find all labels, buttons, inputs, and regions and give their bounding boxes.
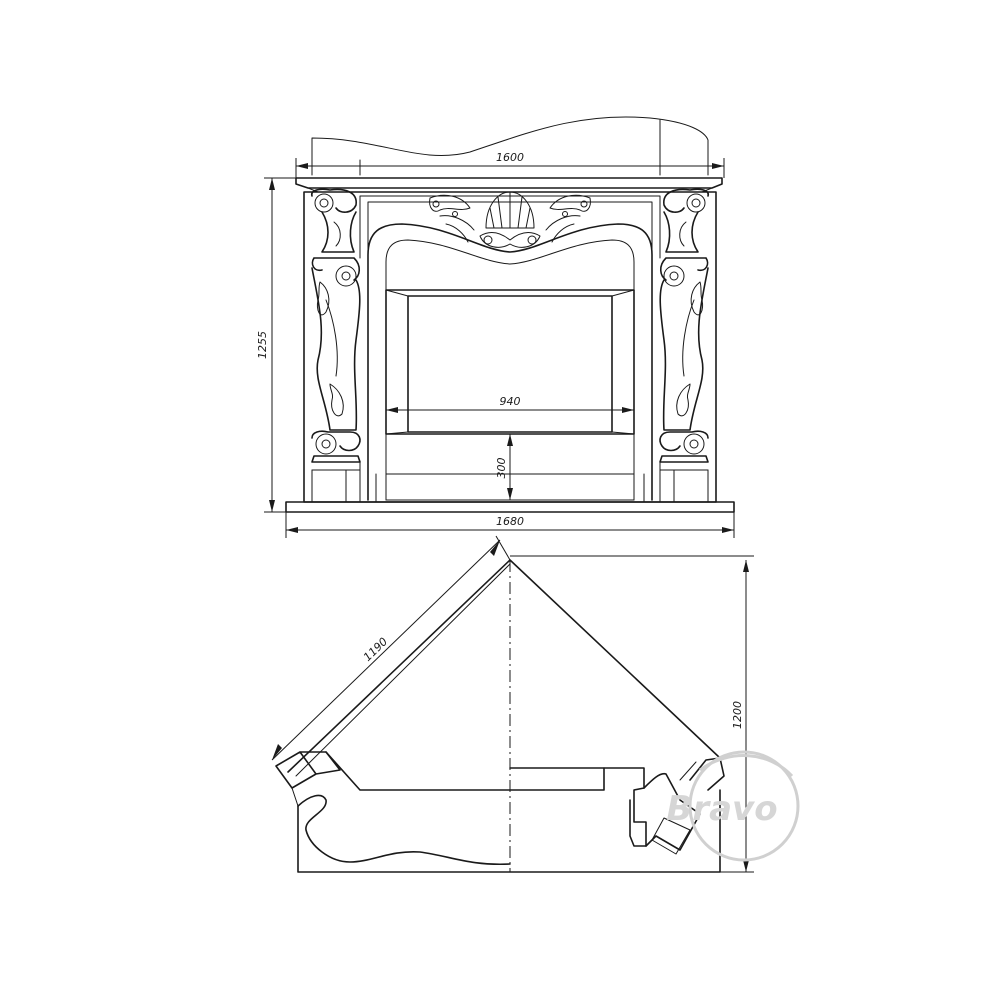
left-column [310, 188, 361, 503]
plan-triangle [287, 559, 721, 773]
right-column [659, 188, 710, 503]
front-dimensions: 1600 940 300 1255 1680 [256, 151, 735, 538]
firebox-outer [385, 289, 635, 435]
dim-overall-height-label: 1255 [256, 331, 269, 359]
mantel-shelf [295, 177, 723, 189]
plan-front-edge [297, 789, 721, 873]
dim-plan-depth-label: 1200 [731, 701, 744, 729]
dim-opening-height-label: 300 [495, 458, 508, 479]
top-wave-profile [311, 116, 709, 176]
opening-arch-inner [385, 239, 635, 501]
bravo-watermark-logo: Bravo [666, 750, 800, 862]
watermark-text: Bravo [666, 789, 777, 829]
base-plinth [285, 501, 735, 513]
plan-view [275, 559, 725, 873]
dim-opening-width-label: 940 [500, 395, 521, 408]
plan-right-detail [509, 767, 605, 791]
dim-top-width-label: 1600 [496, 151, 524, 164]
dim-base-width-label: 1680 [496, 515, 524, 528]
frieze-frame [359, 195, 661, 259]
opening-arch-outer [367, 223, 653, 501]
firebox-inner [407, 295, 613, 433]
shell-ornament [429, 191, 591, 248]
